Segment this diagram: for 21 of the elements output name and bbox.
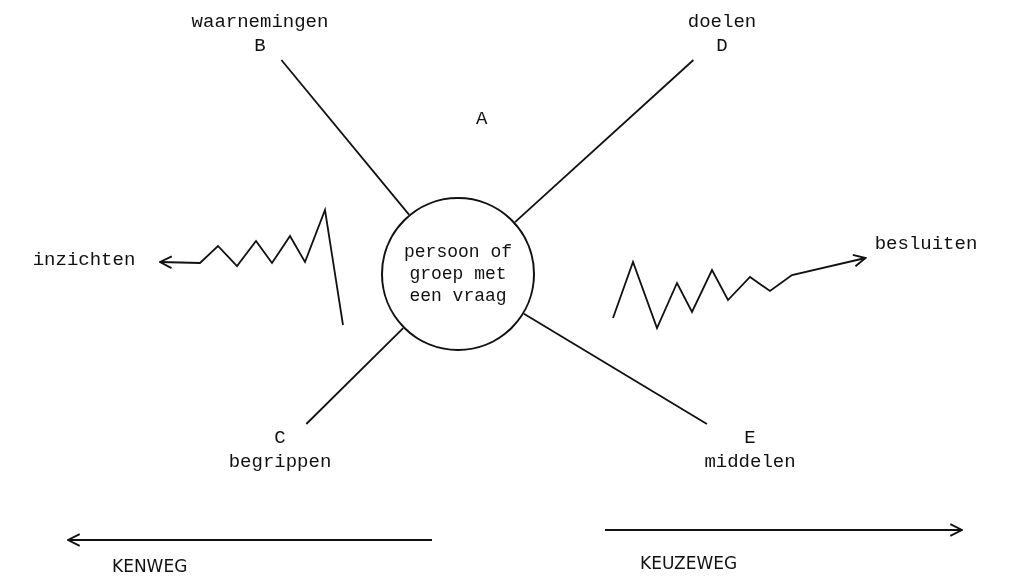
connector-line [523,312,708,425]
direction-label: KEUZEWEG [640,553,738,573]
letter-label: A [476,108,488,130]
node-text: persoon of groep met een vraag [403,241,513,307]
node-text: D [716,34,728,58]
node-text: middelen [704,450,796,474]
connector-line [280,59,410,216]
node-text: B [254,34,266,58]
node-text: waarnemingen [191,10,329,34]
node-text: besluiten [874,232,978,256]
connector-line [514,59,695,224]
node-text: doelen [687,10,757,34]
node-text: E [744,426,756,450]
node-text: begrippen [228,450,332,474]
node-text: C [274,426,286,450]
zigzag-arrow [612,254,867,331]
circle-node [381,197,535,351]
connector-line [305,327,405,425]
zigzag-arrow [159,206,344,326]
node-text: inzichten [32,248,136,272]
direction-label: KENWEG [112,556,188,576]
